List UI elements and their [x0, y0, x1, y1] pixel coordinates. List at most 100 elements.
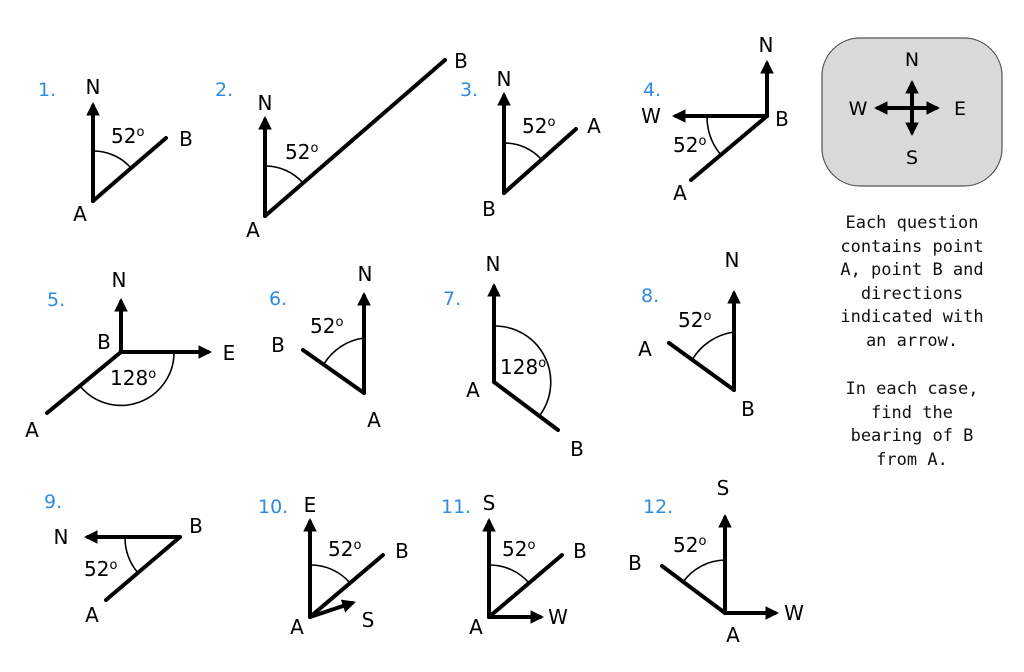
line-ba [667, 341, 736, 392]
angle-arc [488, 564, 530, 584]
question-8: 8. N A B 52o [638, 248, 755, 421]
label-n: N [54, 525, 69, 549]
angle-arc [323, 337, 365, 365]
question-4: 4. N W B A 52o [641, 33, 789, 205]
label-a: A [638, 337, 652, 361]
label-a: A [587, 114, 601, 138]
line-ab [263, 58, 447, 218]
label-b: B [570, 437, 584, 461]
question-number: 12. [643, 496, 673, 518]
line-ab [308, 553, 385, 619]
label-b: B [395, 539, 409, 563]
label-a: A [469, 615, 483, 639]
angle-label: 52o [111, 124, 144, 148]
label-a: A [290, 615, 304, 639]
angle-arc [706, 115, 722, 156]
question-number: 3. [460, 79, 478, 101]
line-ba [104, 535, 182, 602]
label-b: B [454, 49, 468, 73]
question-2: 2. N B A 52o [215, 49, 468, 242]
line-ba [502, 127, 578, 195]
question-1: 1. N B A 52o [38, 75, 193, 226]
angle-arc [92, 150, 132, 169]
question-number: 8. [641, 285, 659, 307]
angle-label: 128o [110, 366, 156, 390]
label-n: N [86, 75, 101, 99]
label-s: S [717, 476, 730, 500]
question-5: 5. N E B A 128o [25, 268, 235, 442]
instructions-paragraph-2: In each case, find the bearing of B from… [845, 379, 979, 470]
label-a: A [25, 418, 39, 442]
question-number: 10. [258, 496, 288, 518]
label-a: A [246, 218, 260, 242]
question-number: 4. [643, 79, 661, 101]
question-number: 7. [443, 288, 461, 310]
compass-rose: N S E W [821, 37, 1003, 187]
label-a: A [726, 623, 740, 647]
label-w: W [641, 104, 661, 128]
question-number: 1. [38, 79, 56, 101]
angle-label: 52o [502, 537, 535, 561]
south-arrow [308, 599, 356, 619]
compass-label-n: N [905, 49, 919, 71]
angle-label: 52o [310, 314, 343, 338]
compass-label-s: S [906, 147, 918, 169]
angle-arc [309, 564, 351, 584]
question-9: 9. N B A 52o [44, 491, 203, 627]
angle-arc [682, 559, 726, 583]
compass-label-e: E [954, 98, 966, 120]
label-b: B [97, 330, 111, 354]
question-number: 6. [269, 288, 287, 310]
label-n: N [497, 67, 512, 91]
angle-arc [264, 165, 304, 184]
label-s: S [362, 608, 375, 632]
line-ba [689, 114, 769, 182]
question-11: 11. S W B A 52o [441, 491, 587, 639]
label-b: B [628, 551, 642, 575]
angle-label: 52o [678, 308, 711, 332]
question-3: 3. N A B 52o [460, 67, 601, 221]
line-ab [301, 348, 366, 395]
label-a: A [85, 603, 99, 627]
label-n: N [358, 262, 373, 286]
angle-label: 52o [522, 114, 555, 138]
label-b: B [189, 514, 203, 538]
instructions-panel: Each question contains point A, point B … [836, 212, 988, 497]
angle-arc [79, 351, 175, 407]
question-12: 12. S W B A 52o [628, 476, 804, 647]
label-s: S [483, 491, 496, 515]
label-e: E [223, 341, 236, 365]
label-b: B [482, 197, 496, 221]
line-ba [45, 350, 123, 415]
label-b: B [271, 333, 285, 357]
angle-arc [124, 536, 139, 574]
question-6: 6. N B A 52o [269, 262, 381, 432]
label-b: B [741, 397, 755, 421]
label-b: B [775, 107, 789, 131]
angle-label: 52o [673, 133, 706, 157]
label-a: A [73, 202, 87, 226]
label-a: A [367, 408, 381, 432]
label-b: B [179, 127, 193, 151]
question-number: 11. [441, 496, 471, 518]
label-e: E [304, 493, 317, 517]
question-10: 10. E S B A 52o [258, 493, 409, 639]
question-number: 5. [47, 289, 65, 311]
angle-arc [691, 331, 735, 361]
label-n: N [112, 268, 127, 292]
angle-label: 52o [673, 533, 706, 557]
label-a: A [466, 378, 480, 402]
angle-label: 128o [500, 355, 546, 379]
label-n: N [759, 33, 774, 57]
label-b: B [573, 539, 587, 563]
label-n: N [486, 252, 501, 276]
angle-label: 52o [285, 140, 318, 164]
line-ab [91, 136, 168, 203]
line-ab [487, 553, 564, 619]
angle-arc [493, 325, 552, 416]
line-ab [492, 380, 560, 432]
compass-label-w: W [849, 98, 868, 120]
label-a: A [673, 181, 687, 205]
question-number: 2. [215, 79, 233, 101]
